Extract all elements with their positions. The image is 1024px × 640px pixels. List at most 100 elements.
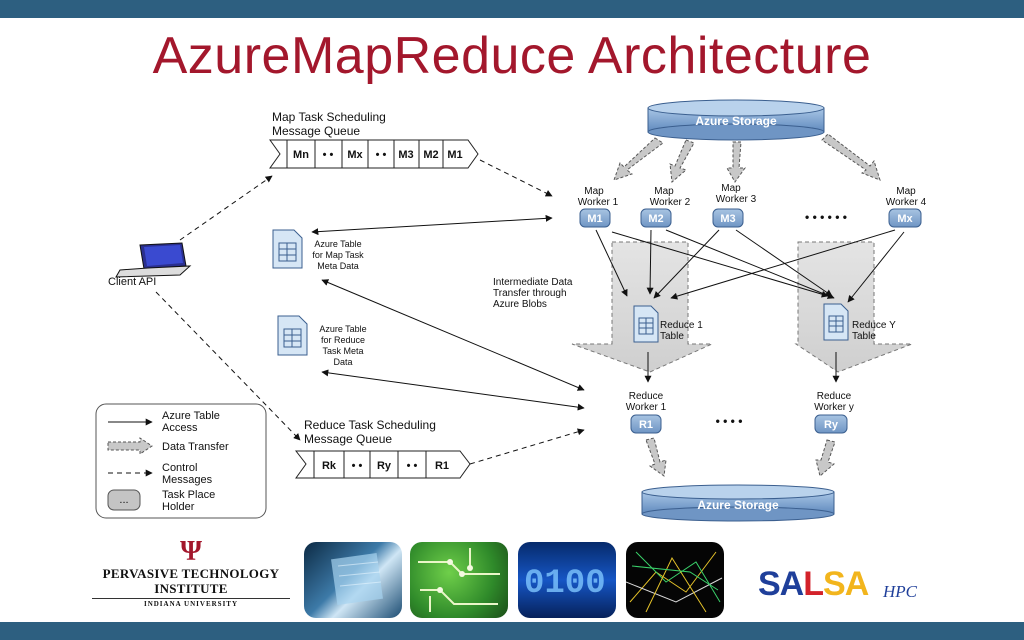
bottom-banner	[0, 622, 1024, 640]
legend-control-messages: Control	[162, 462, 197, 474]
legend-task-place-holder: Task Place	[162, 489, 215, 501]
svg-text:Client API: Client API	[108, 276, 156, 288]
reduce-1-table: Reduce 1 Table	[633, 305, 703, 343]
svg-text:Access: Access	[162, 422, 198, 434]
svg-text:Reduce Y: Reduce Y	[852, 320, 896, 331]
footer-image-circuit	[410, 542, 508, 618]
iu-trident-icon: Ψ	[180, 536, 202, 567]
svg-text:Meta Data: Meta Data	[317, 261, 359, 271]
svg-text:0100: 0100	[524, 565, 606, 603]
pti-line3: INDIANA UNIVERSITY	[143, 600, 239, 608]
svg-text:Reduce Task Scheduling: Reduce Task Scheduling	[304, 418, 436, 432]
footer-image-network	[626, 542, 724, 618]
svg-text:Map Task Scheduling: Map Task Scheduling	[272, 110, 386, 124]
svg-text:Worker 1: Worker 1	[626, 402, 667, 413]
svg-text:M3: M3	[398, 149, 413, 161]
svg-text:Ry: Ry	[377, 460, 392, 472]
svg-text:Map: Map	[721, 183, 741, 194]
svg-text:Messages: Messages	[162, 474, 213, 486]
svg-text:Azure Table: Azure Table	[314, 239, 361, 249]
svg-text:Rk: Rk	[322, 460, 337, 472]
footer-image-screen	[304, 542, 402, 618]
azure-storage-bottom-label: Azure Storage	[697, 498, 779, 512]
reduce-worker-y: Reduce Worker y Ry	[814, 391, 854, 434]
svg-text:Holder: Holder	[162, 501, 195, 513]
svg-text:Message Queue: Message Queue	[304, 432, 392, 446]
svg-text:Mx: Mx	[897, 213, 913, 225]
svg-text:Intermediate Data: Intermediate Data	[493, 277, 573, 288]
pti-rule	[92, 598, 290, 599]
legend-azure-table-access: Azure Table	[162, 410, 220, 422]
pti-line2: INSTITUTE	[154, 581, 228, 596]
svg-text:Worker y: Worker y	[814, 402, 854, 413]
svg-text:Table: Table	[852, 331, 876, 342]
pti-logo: Ψ PERVASIVE TECHNOLOGY INSTITUTE INDIANA…	[86, 538, 296, 608]
map-task-meta-table: Azure Table for Map Task Meta Data	[272, 229, 364, 271]
svg-text:...: ...	[119, 494, 128, 506]
client-api: Client API	[108, 242, 192, 288]
table-to-reducer-arrows	[644, 352, 840, 383]
svg-text:Worker 2: Worker 2	[650, 197, 691, 208]
salsa-logo: SALSA	[758, 565, 869, 603]
svg-text:Mn: Mn	[293, 149, 309, 161]
svg-text:Mx: Mx	[347, 149, 363, 161]
map-task-queue: Map Task Scheduling Message Queue Mn • •…	[269, 110, 479, 169]
svg-text:Map: Map	[654, 186, 674, 197]
svg-text:Map: Map	[584, 186, 604, 197]
map-worker-ellipsis: • • • • • •	[805, 210, 847, 224]
svg-text:R1: R1	[435, 460, 449, 472]
svg-text:Reduce: Reduce	[629, 391, 664, 402]
svg-text:Azure Table: Azure Table	[319, 324, 366, 334]
azure-storage-top: Azure Storage	[647, 99, 825, 141]
svg-text:R1: R1	[639, 419, 653, 431]
svg-text:Message Queue: Message Queue	[272, 124, 360, 138]
svg-text:Worker 3: Worker 3	[716, 194, 757, 205]
pti-line1: PERVASIVE TECHNOLOGY	[102, 566, 280, 581]
reduce-y-table: Reduce Y Table	[823, 303, 896, 342]
footer-image-binary: 0100	[518, 542, 616, 618]
svg-text:Worker 4: Worker 4	[886, 197, 927, 208]
top-banner	[0, 0, 1024, 18]
slide-title: AzureMapReduce Architecture	[152, 27, 872, 85]
control-message-arrows	[155, 159, 585, 465]
reduce-worker-ellipsis: • • • •	[716, 414, 743, 428]
legend-data-transfer: Data Transfer	[162, 441, 229, 453]
map-worker-4: Map Worker 4 Mx	[886, 186, 927, 228]
salsa-hpc-label: HPC	[883, 582, 917, 601]
svg-text:Table: Table	[660, 331, 684, 342]
map-worker-3: Map Worker 3 M3	[712, 183, 757, 228]
svg-text:Worker 1: Worker 1	[578, 197, 619, 208]
map-worker-2: Map Worker 2 M2	[640, 186, 691, 228]
svg-text:Ry: Ry	[824, 419, 839, 431]
svg-text:Reduce: Reduce	[817, 391, 852, 402]
svg-text:Azure Blobs: Azure Blobs	[493, 299, 547, 310]
laptop-icon	[115, 242, 192, 278]
svg-text:• •: • •	[323, 149, 334, 161]
svg-text:• •: • •	[407, 460, 418, 472]
azure-storage-bottom: Azure Storage	[641, 484, 835, 522]
legend: Azure Table Access Data Transfer Control…	[95, 403, 267, 519]
svg-text:for Map Task: for Map Task	[312, 250, 364, 260]
svg-text:M1: M1	[447, 149, 462, 161]
reduce-worker-1: Reduce Worker 1 R1	[626, 391, 667, 434]
svg-text:Reduce 1: Reduce 1	[660, 320, 703, 331]
data-transfer-arrows-bottom	[645, 437, 836, 477]
svg-text:Map: Map	[896, 186, 916, 197]
intermediate-arrows	[595, 229, 905, 303]
svg-text:• •: • •	[352, 460, 363, 472]
reduce-task-queue: Reduce Task Scheduling Message Queue Rk …	[294, 418, 471, 479]
svg-text:M3: M3	[720, 213, 735, 225]
svg-text:• •: • •	[376, 149, 387, 161]
svg-text:Task Meta: Task Meta	[322, 346, 363, 356]
svg-text:M1: M1	[587, 213, 602, 225]
svg-text:M2: M2	[648, 213, 663, 225]
svg-text:for Reduce: for Reduce	[321, 335, 365, 345]
data-transfer-arrows-top	[613, 133, 881, 183]
svg-text:Data: Data	[333, 357, 352, 367]
svg-text:Transfer through: Transfer through	[493, 288, 567, 299]
azure-storage-top-label: Azure Storage	[695, 114, 777, 128]
svg-text:M2: M2	[423, 149, 438, 161]
table-access-arrows	[311, 214, 585, 411]
map-worker-1: Map Worker 1 M1	[578, 186, 619, 228]
